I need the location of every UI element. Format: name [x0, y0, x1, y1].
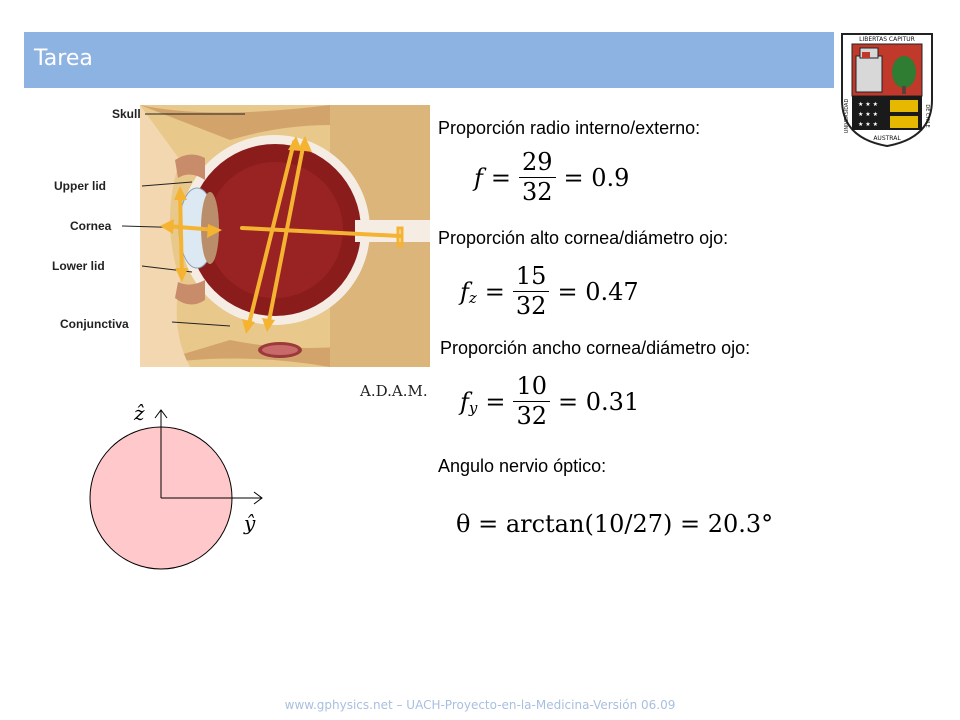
crest-bottom-text: AUSTRAL: [873, 135, 901, 142]
figure-credit: A.D.A.M.: [359, 382, 428, 400]
formula-result: = 0.9: [563, 163, 630, 192]
formula-result: = 0.31: [558, 387, 640, 416]
svg-text:★ ★ ★: ★ ★ ★: [858, 121, 878, 128]
fraction: 29 32: [519, 149, 556, 207]
ratio-height-label: Proporción alto cornea/diámetro ojo:: [438, 228, 729, 248]
svg-text:★ ★ ★: ★ ★ ★: [858, 111, 878, 118]
formula-subscript: y: [468, 398, 478, 417]
crest-left-text: UNIVERSIDAD: [844, 99, 850, 134]
figure-label-conjunctiva: Conjunctiva: [60, 317, 129, 331]
formula-lhs: f: [460, 277, 469, 306]
y-axis-label: ŷ: [243, 511, 256, 535]
figure-label-skull: Skull: [112, 107, 141, 121]
ratio-width-label: Proporción ancho cornea/diámetro ojo:: [440, 338, 751, 358]
crest-top-text: LIBERTAS CAPITUR: [859, 36, 915, 43]
formula-lhs: f: [460, 387, 469, 416]
fraction-numerator: 10: [513, 373, 551, 403]
fraction-numerator: 15: [512, 263, 550, 293]
eye-anatomy-figure: Skull Upper lid Cornea Lower lid Conjunc…: [52, 105, 430, 400]
fraction-denominator: 32: [515, 292, 547, 321]
figure-label-upper-lid: Upper lid: [54, 179, 106, 193]
slide-title: Tarea: [34, 46, 93, 71]
fraction-numerator: 29: [519, 149, 556, 179]
crest-right-text: DE CHILE: [924, 104, 930, 127]
figure-label-cornea: Cornea: [70, 219, 112, 233]
fraction-denominator: 32: [516, 402, 548, 431]
formula-subscript: z: [468, 288, 477, 307]
fraction: 10 32: [513, 373, 551, 431]
svg-text:★ ★ ★: ★ ★ ★: [858, 101, 878, 108]
cross-section-diagram: ẑ ŷ: [89, 401, 263, 570]
formula-lhs: f: [474, 163, 483, 192]
figure-label-lower-lid: Lower lid: [52, 259, 105, 273]
university-crest-logo: ★ ★ ★ ★ ★ ★ ★ ★ ★ LIBERTAS CAPITUR AUSTRAL…: [841, 33, 933, 148]
ratio-radius-label: Proporción radio interno/externo:: [438, 118, 701, 138]
formula-result: = 0.47: [557, 277, 639, 306]
footer-text: www.gphysics.net – UACH-Proyecto-en-la-M…: [284, 698, 676, 712]
ratio-radius-formula: f = 29 32 = 0.9: [474, 148, 630, 207]
fraction-denominator: 32: [522, 178, 553, 207]
title-bar: Tarea: [24, 32, 834, 88]
fraction: 15 32: [512, 263, 550, 321]
optic-nerve-angle-formula: θ = arctan(10/27) = 20.3°: [456, 510, 774, 538]
z-axis-label: ẑ: [133, 401, 145, 425]
optic-nerve-angle-label: Angulo nervio óptico:: [438, 456, 607, 476]
